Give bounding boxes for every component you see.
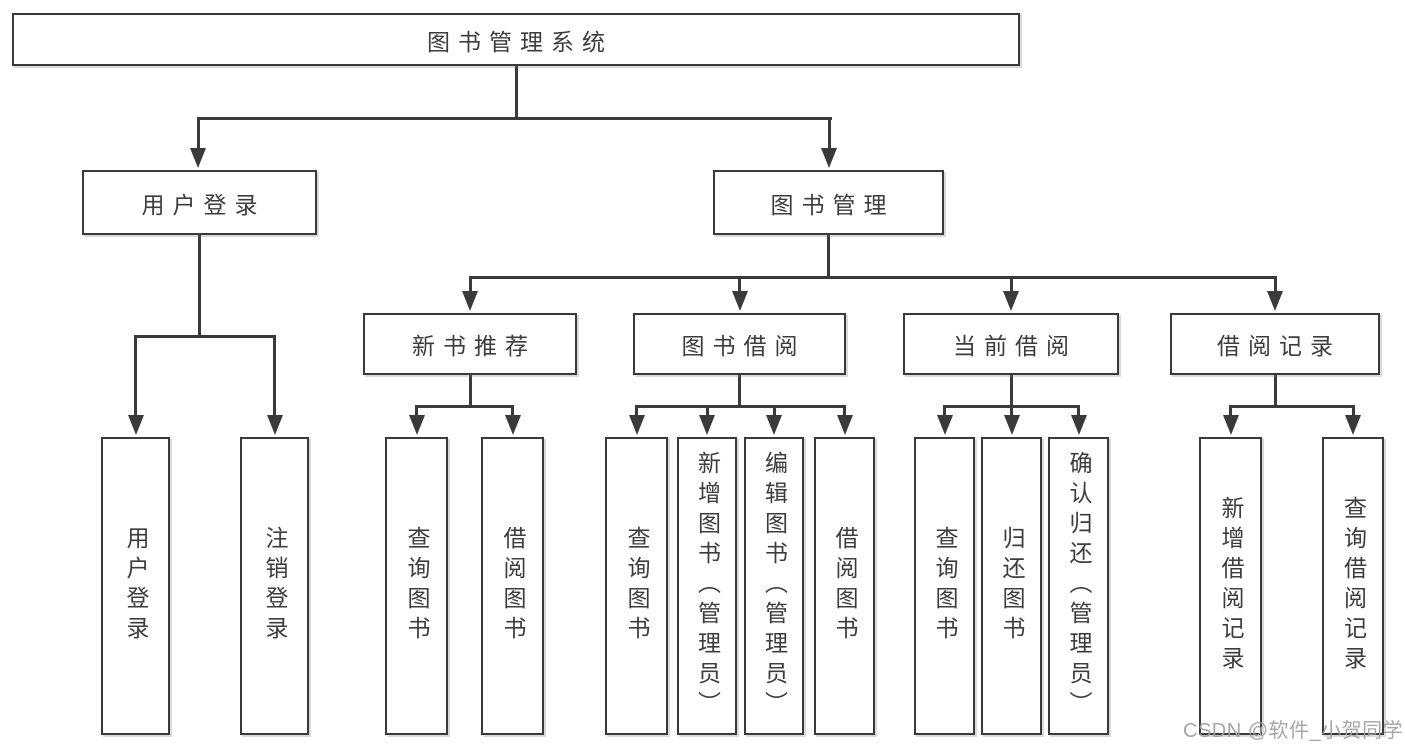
connector-borrow-stem xyxy=(738,375,741,407)
node-new-book-recommend: 新书推荐 xyxy=(363,313,577,375)
connector-to-borrow-records xyxy=(1273,276,1277,295)
arrowhead-leaf xyxy=(936,415,953,435)
leaf-borrow-book-recommend: 借阅图书 xyxy=(481,437,544,735)
connector-leaf xyxy=(705,405,709,417)
connector-leaf xyxy=(415,405,418,417)
node-book-borrow: 图书借阅 xyxy=(633,313,846,375)
csdn-watermark: CSDN @软件_小贺同学 xyxy=(1183,720,1404,742)
connector-to-leaf-logout xyxy=(273,335,276,417)
connector-leaf xyxy=(1229,405,1232,417)
arrowhead-leaf xyxy=(1003,415,1020,435)
arrowhead-borrow-records xyxy=(1267,291,1283,311)
leaf-logout: 注销登录 xyxy=(240,437,309,735)
connector-leaf xyxy=(511,405,514,417)
connector-records-stem xyxy=(1273,375,1277,407)
connector-mgmt-stem xyxy=(827,235,830,278)
arrowhead-leaf xyxy=(504,415,521,435)
connector-to-leaf-login xyxy=(134,335,137,417)
connector-leaf xyxy=(843,405,846,417)
connector-mgmt-branch xyxy=(468,276,1277,279)
connector-to-book-management xyxy=(827,117,831,150)
connector-leaf xyxy=(943,405,946,417)
arrowhead-leaf xyxy=(1070,415,1087,435)
arrowhead-book-management xyxy=(821,148,837,168)
arrowhead-leaf xyxy=(1222,415,1239,435)
arrowhead-leaf-logout xyxy=(266,415,283,435)
connector-to-current-borrow xyxy=(1009,276,1013,295)
arrowhead-current-borrow xyxy=(1003,291,1019,311)
arrowhead-leaf-login xyxy=(127,415,144,435)
node-borrow-records: 借阅记录 xyxy=(1170,313,1380,375)
connector-records-branch xyxy=(1229,405,1353,408)
arrowhead-leaf xyxy=(836,415,853,435)
connector-root-stem xyxy=(514,66,518,119)
leaf-borrow-book: 借阅图书 xyxy=(814,437,875,735)
leaf-edit-book-admin: 编辑图书（管理员） xyxy=(744,437,804,735)
leaf-query-book-current: 查询图书 xyxy=(914,437,975,735)
connector-to-book-borrow xyxy=(738,276,741,295)
node-book-management: 图书管理 xyxy=(713,170,944,235)
connector-leaf xyxy=(1077,405,1080,417)
leaf-add-borrow-record: 新增借阅记录 xyxy=(1199,437,1262,735)
connector-current-stem xyxy=(1009,375,1013,407)
node-library-management-system: 图书管理系统 xyxy=(12,13,1020,66)
connector-to-new-book xyxy=(468,276,472,295)
arrowhead-new-book xyxy=(462,291,478,311)
leaf-user-login: 用户登录 xyxy=(101,437,170,735)
leaf-add-book-admin: 新增图书（管理员） xyxy=(677,437,737,735)
connector-leaf xyxy=(635,405,638,417)
node-user-login: 用户登录 xyxy=(82,170,317,235)
connector-newbook-branch xyxy=(415,405,514,408)
leaf-confirm-return-admin: 确认归还（管理员） xyxy=(1048,437,1109,735)
arrowhead-leaf xyxy=(699,415,715,435)
leaf-query-borrow-record: 查询借阅记录 xyxy=(1322,437,1384,735)
leaf-return-book: 归还图书 xyxy=(981,437,1042,735)
connector-root-branch xyxy=(196,117,832,120)
arrowhead-book-borrow xyxy=(731,291,748,311)
connector-leaf xyxy=(1351,405,1355,417)
connector-to-user-login xyxy=(196,117,200,150)
arrowhead-leaf xyxy=(408,415,425,435)
leaf-query-book-borrow: 查询图书 xyxy=(605,437,668,735)
arrowhead-user-login xyxy=(190,148,206,168)
arrowhead-leaf xyxy=(1345,415,1361,435)
arrowhead-leaf xyxy=(628,415,645,435)
connector-login-branch xyxy=(134,335,276,338)
arrowhead-leaf xyxy=(766,415,782,435)
connector-borrow-branch xyxy=(635,405,846,408)
connector-leaf xyxy=(772,405,776,417)
connector-login-stem xyxy=(198,235,201,337)
connector-newbook-stem xyxy=(468,375,472,407)
node-current-borrow: 当前借阅 xyxy=(903,313,1119,375)
connector-leaf xyxy=(1010,405,1013,417)
leaf-query-book-recommend: 查询图书 xyxy=(385,437,448,735)
